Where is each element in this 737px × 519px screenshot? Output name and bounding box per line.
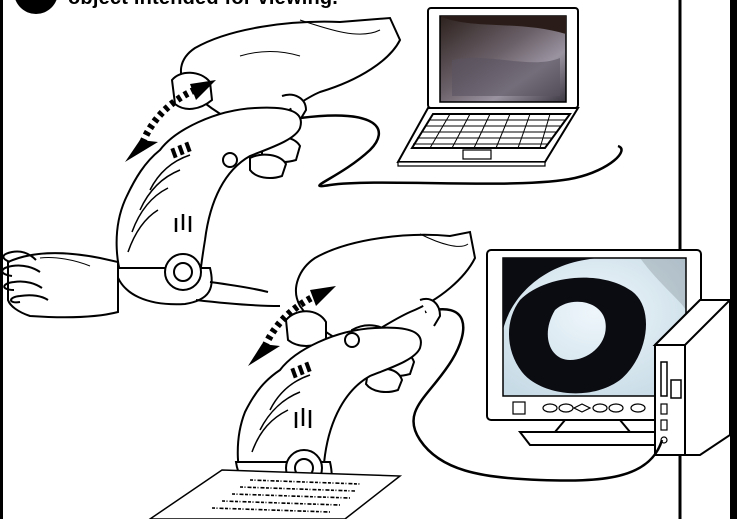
upper-microscope-icon xyxy=(115,108,301,305)
laptop-icon xyxy=(398,8,578,166)
paper-sheet-icon xyxy=(150,470,400,519)
